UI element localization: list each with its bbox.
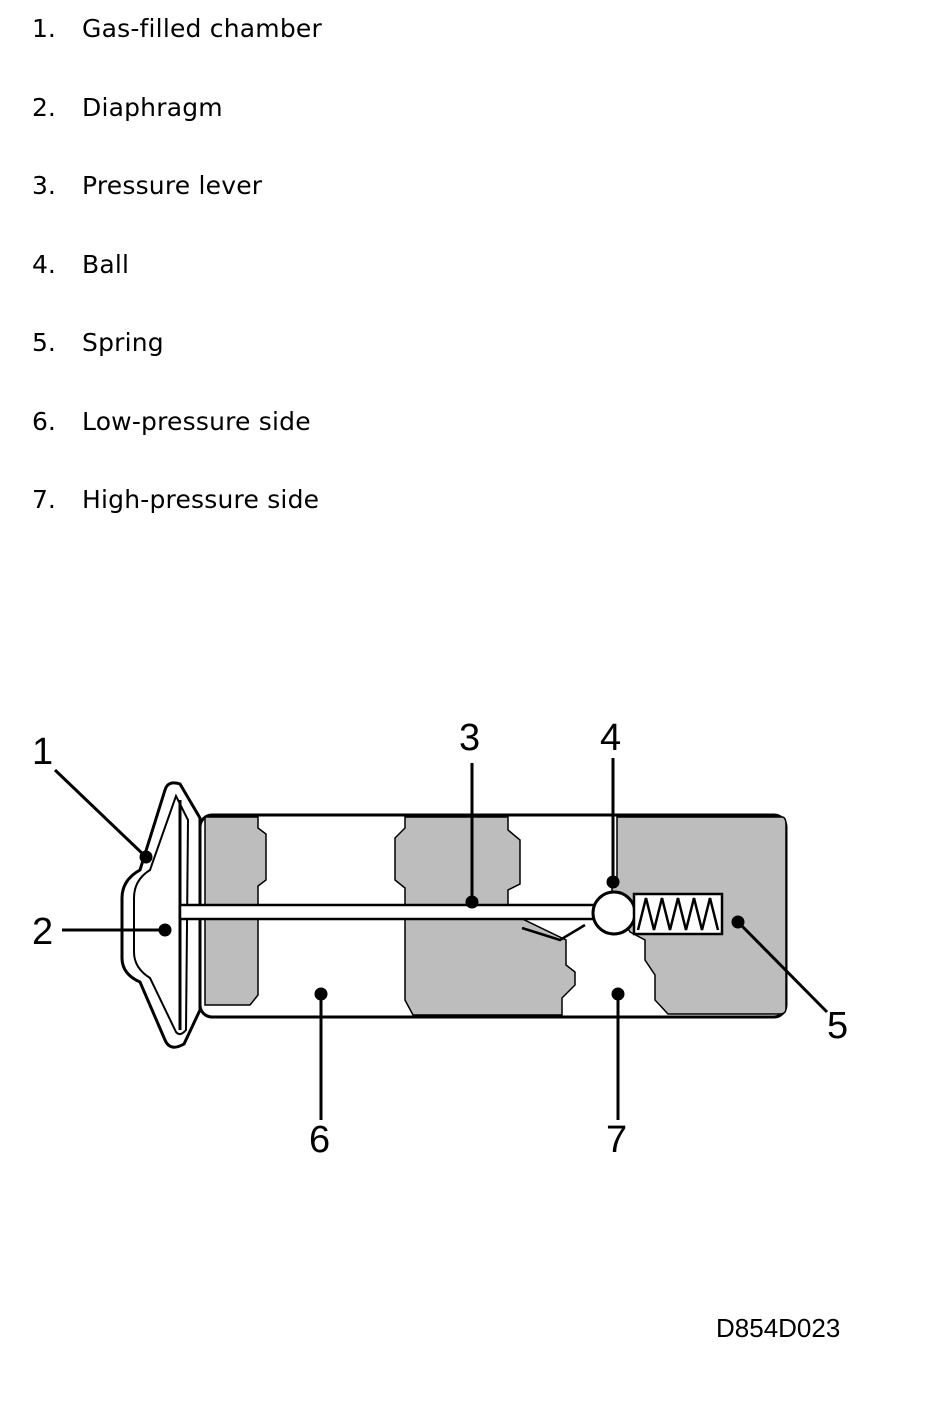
legend-label: Diaphragm: [82, 92, 223, 122]
legend-item: 3. Pressure lever: [32, 165, 322, 244]
legend-number: 3.: [32, 171, 56, 200]
legend-item: 2. Diaphragm: [32, 87, 322, 166]
spring: [632, 892, 724, 936]
callout-leaders: [53, 758, 829, 1120]
legend-number: 4.: [32, 249, 56, 279]
legend-number: 5.: [32, 328, 56, 357]
legend-item: 7. High-pressure side: [32, 479, 322, 558]
parts-legend: 1. Gas-filled chamber 2. Diaphragm 3. Press…: [32, 8, 322, 558]
legend-item: 5. Spring: [32, 322, 322, 401]
callout-6: 6: [309, 1119, 330, 1161]
legend-label: High-pressure side: [82, 485, 320, 514]
legend-label: Low-pressure side: [82, 406, 311, 436]
legend-number: 7.: [32, 485, 56, 514]
callout-3: 3: [459, 717, 480, 759]
callout-4: 4: [600, 717, 621, 759]
callout-5: 5: [827, 1005, 848, 1047]
figure-code: D854D023: [716, 1313, 841, 1343]
legend-item: 1. Gas-filled chamber: [32, 8, 322, 87]
legend-label: Pressure lever: [82, 171, 263, 200]
ball: [591, 890, 637, 936]
callout-7: 7: [606, 1119, 627, 1161]
legend-label: Spring: [82, 328, 164, 357]
legend-item: 4. Ball: [32, 244, 322, 323]
legend-label: Ball: [82, 249, 130, 279]
legend-item: 6. Low-pressure side: [32, 401, 322, 480]
legend-label: Gas-filled chamber: [82, 14, 322, 43]
legend-number: 1.: [32, 14, 56, 43]
legend-number: 2.: [32, 92, 56, 122]
legend-number: 6.: [32, 406, 56, 436]
callout-1: 1: [32, 731, 53, 773]
callout-2: 2: [32, 911, 53, 953]
